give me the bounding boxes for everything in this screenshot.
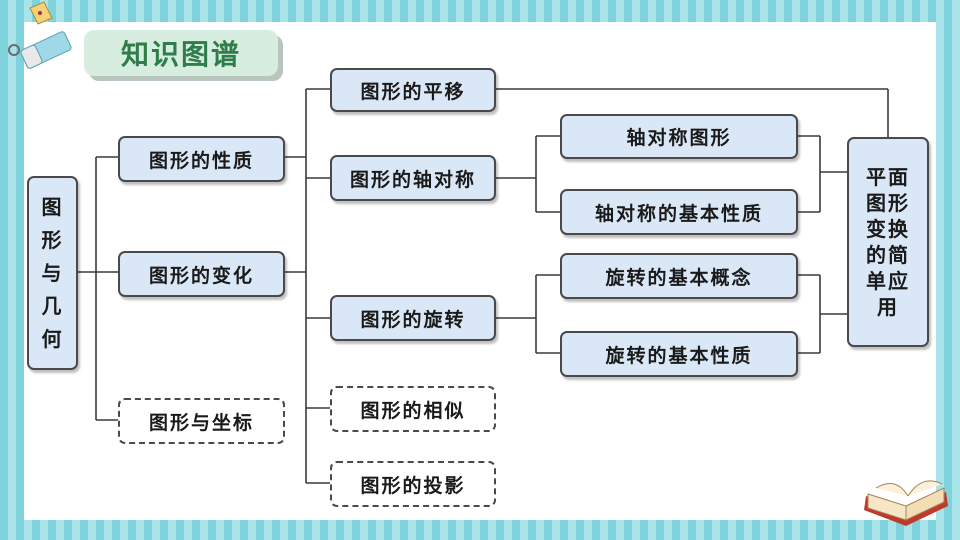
node-transformation: 图形的变化	[118, 251, 285, 297]
node-properties: 图形的性质	[118, 136, 285, 182]
node-axial-symmetry: 图形的轴对称	[330, 155, 496, 201]
node-application: 平面图形变换的简单应用	[847, 137, 929, 347]
node-symmetry-properties: 轴对称的基本性质	[560, 189, 798, 235]
node-rotation-concept: 旋转的基本概念	[560, 253, 798, 299]
node-translation: 图形的平移	[330, 68, 496, 112]
stationery-icon	[8, 1, 72, 69]
node-axisymmetric-figure: 轴对称图形	[560, 114, 798, 159]
node-rotation: 图形的旋转	[330, 295, 496, 341]
node-projection: 图形的投影	[330, 461, 496, 507]
book-icon	[864, 480, 948, 526]
node-coordinates: 图形与坐标	[118, 398, 285, 444]
node-root-label: 图形与几何	[41, 194, 64, 351]
node-rotation-properties: 旋转的基本性质	[560, 331, 798, 377]
page-title: 知识图谱	[84, 30, 278, 76]
node-similarity: 图形的相似	[330, 386, 496, 432]
node-root: 图形与几何	[27, 176, 78, 370]
node-application-label: 平面图形变换的简单应用	[866, 165, 910, 319]
